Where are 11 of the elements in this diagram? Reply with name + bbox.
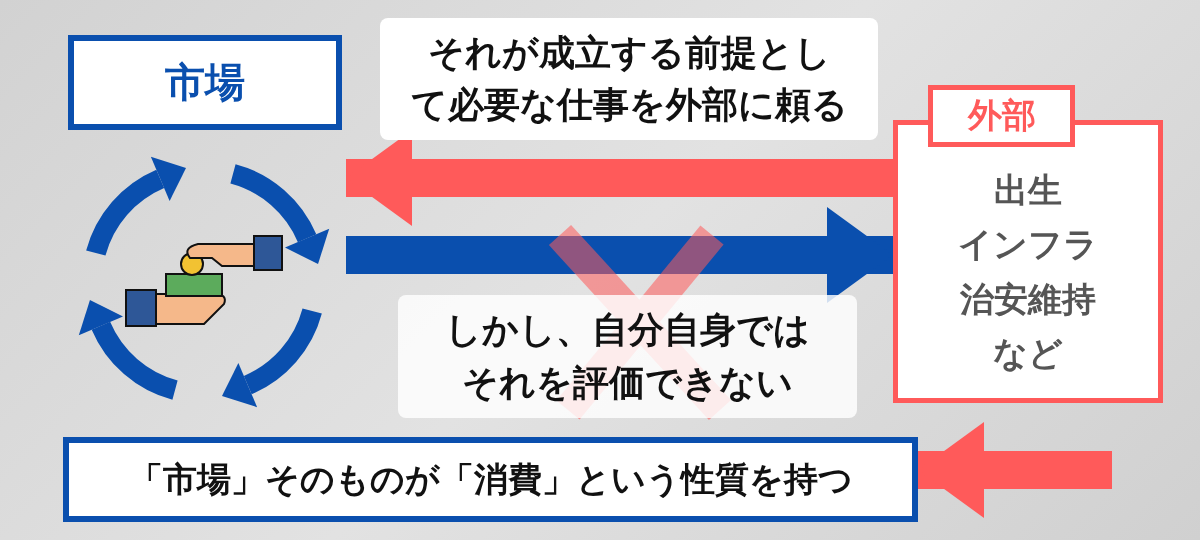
list-item: 出生 bbox=[994, 168, 1062, 212]
callout-text: それが成立する前提として必要な仕事を外部に頼る bbox=[380, 18, 878, 140]
list-item: など bbox=[993, 331, 1063, 375]
callout-text: しかし、自分自身ではそれを評価できない bbox=[398, 295, 857, 418]
title-box: 市場 bbox=[68, 35, 342, 130]
arrow bbox=[918, 422, 1112, 518]
list-item: 治安維持 bbox=[960, 277, 1096, 321]
statement-box: 「市場」そのものが「消費」という性質を持つ bbox=[63, 437, 918, 522]
panel-heading: 外部 bbox=[967, 94, 1036, 137]
money-cycle-drawing bbox=[78, 156, 330, 408]
list-item: インフラ bbox=[958, 223, 1098, 267]
